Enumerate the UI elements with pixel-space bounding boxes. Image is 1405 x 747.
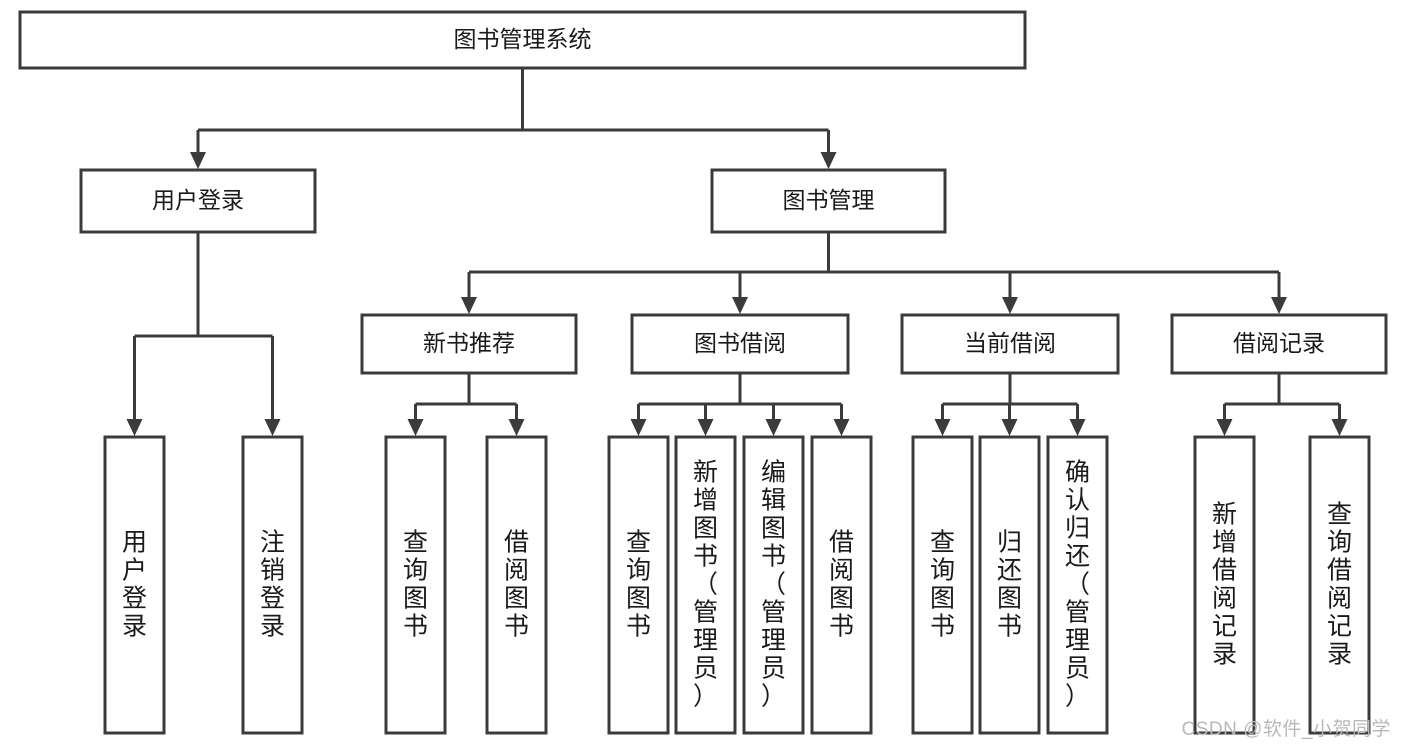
node-box[interactable] [485,435,548,735]
node-current-borrow[interactable]: 当前借阅 [900,313,1120,375]
node-box[interactable] [360,313,578,375]
arrow-head-icon [732,297,748,314]
node-box[interactable] [607,435,670,735]
node-label: 用户登录 [122,528,147,640]
node-leaf-borrow-book-recommend[interactable]: 借阅图书 [485,435,548,735]
node-label: 查询图书 [930,528,955,640]
connector-current-to-leaves [934,373,1086,436]
arrow-head-icon [1271,297,1287,314]
node-user-login[interactable]: 用户登录 [79,168,317,234]
arrow-head-icon [190,152,206,169]
arrow-head-icon [934,419,951,436]
node-box[interactable] [742,435,805,735]
node-leaf-add-borrow-record[interactable]: 新增借阅记录 [1193,435,1256,735]
connector-root-to-level2 [190,68,837,169]
csdn-watermark: CSDN @软件_小贺同学 [1181,719,1391,740]
node-label: 新书推荐 [423,330,515,356]
arrow-head-icon [1331,419,1348,436]
node-box[interactable] [1046,435,1109,735]
node-leaf-query-book-recommend[interactable]: 查询图书 [384,435,447,735]
arrow-head-icon [630,419,647,436]
node-leaf-query-book-borrow[interactable]: 查询图书 [607,435,670,735]
node-box[interactable] [241,435,304,735]
node-leaf-user-login[interactable]: 用户登录 [103,435,166,735]
node-box[interactable] [103,435,166,735]
connector-borrow-to-leaves [630,373,850,436]
arrow-head-icon [1216,419,1233,436]
arrow-head-icon [1001,419,1018,436]
node-box[interactable] [911,435,974,735]
node-box[interactable] [1193,435,1256,735]
node-leaf-add-book[interactable]: 新增图书（管理员） [674,435,737,735]
node-box[interactable] [1170,313,1388,375]
node-box[interactable] [79,168,317,234]
connector-recommend-to-leaves [407,373,525,436]
node-label: 借阅记录 [1233,330,1325,356]
node-label: 确认归还（管理员） [1065,458,1090,710]
arrow-head-icon [765,419,782,436]
arrow-head-icon [820,152,837,169]
arrow-head-icon [508,419,525,436]
node-root[interactable]: 图书管理系统 [18,10,1027,70]
node-label: 借阅图书 [829,528,854,640]
node-book-manage[interactable]: 图书管理 [710,168,947,234]
node-leaf-return-book[interactable]: 归还图书 [978,435,1041,735]
node-leaf-logout[interactable]: 注销登录 [241,435,304,735]
node-box[interactable] [384,435,447,735]
node-box[interactable] [18,10,1027,70]
node-label: 查询图书 [626,528,651,640]
arrow-head-icon [126,419,143,436]
connector-record-to-leaves [1216,373,1348,436]
node-box[interactable] [674,435,737,735]
node-label: 新增借阅记录 [1212,500,1237,668]
node-label: 归还图书 [997,528,1022,640]
node-label: 当前借阅 [964,330,1056,356]
node-leaf-confirm-return[interactable]: 确认归还（管理员） [1046,435,1109,735]
node-box[interactable] [630,313,850,375]
node-box[interactable] [900,313,1120,375]
arrow-head-icon [1069,419,1086,436]
node-leaf-query-book-current[interactable]: 查询图书 [911,435,974,735]
arrow-head-icon [264,419,281,436]
node-new-book-recommend[interactable]: 新书推荐 [360,313,578,375]
connector-user-login-to-leaves [126,232,281,436]
node-leaf-query-borrow-record[interactable]: 查询借阅记录 [1308,435,1371,735]
node-box[interactable] [978,435,1041,735]
node-label: 查询图书 [403,528,428,640]
node-label: 新增图书（管理员） [693,458,718,710]
node-leaf-borrow-book[interactable]: 借阅图书 [810,435,873,735]
node-borrow-record[interactable]: 借阅记录 [1170,313,1388,375]
arrow-head-icon [1002,297,1018,314]
node-label: 图书管理系统 [454,26,592,52]
arrow-head-icon [833,419,850,436]
node-label: 借阅图书 [504,528,529,640]
node-layer: 图书管理系统用户登录图书管理新书推荐图书借阅当前借阅借阅记录用户登录注销登录查询… [18,10,1388,735]
arrow-head-icon [697,419,714,436]
node-book-borrow[interactable]: 图书借阅 [630,313,850,375]
node-box[interactable] [710,168,947,234]
arrow-head-icon [407,419,424,436]
node-label: 查询借阅记录 [1327,500,1352,668]
node-label: 图书借阅 [694,330,786,356]
node-box[interactable] [1308,435,1371,735]
node-label: 图书管理 [783,187,875,213]
node-leaf-edit-book[interactable]: 编辑图书（管理员） [742,435,805,735]
connector-book-manage-to-level3 [461,232,1287,314]
node-box[interactable] [810,435,873,735]
connector-layer [126,68,1348,436]
node-label: 用户登录 [152,187,244,213]
node-label: 注销登录 [260,528,285,640]
arrow-head-icon [461,297,477,314]
node-label: 编辑图书（管理员） [761,458,786,710]
